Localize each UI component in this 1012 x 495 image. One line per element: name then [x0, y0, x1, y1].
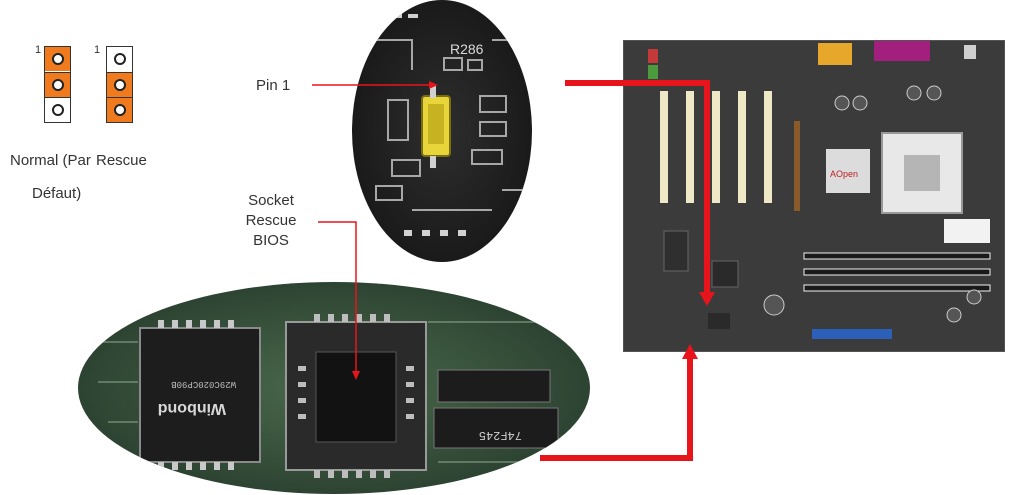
- chip-brand-logo: Winbond: [158, 400, 226, 417]
- jumper-rescue: [106, 46, 133, 123]
- logic-chip-label: 74F245: [479, 428, 522, 442]
- normal-label: Normal (Par: [10, 152, 91, 169]
- motherboard-photo: AOpen: [623, 40, 1005, 352]
- socket-label-line1: Socket: [248, 192, 294, 209]
- jumper-pin-3: [107, 98, 132, 122]
- pin1-label: Pin 1: [256, 77, 291, 94]
- board-chip-brand: AOpen: [830, 169, 858, 179]
- socket-rescue-bios-label: Socket Rescue BIOS: [226, 191, 316, 251]
- jumper-pin-1: [45, 47, 70, 71]
- socket-label-line2: Rescue: [245, 212, 297, 229]
- bios-socket-art: W29C020CP90B Winbond 74F245: [78, 282, 590, 494]
- jumper-pin-2: [107, 73, 132, 97]
- socket-leader-line: [318, 221, 360, 380]
- jumper-closeup-art: R286: [352, 0, 532, 262]
- motherboard-art: AOpen: [624, 41, 1004, 351]
- chip-part-number: W29C020CP90B: [171, 379, 236, 389]
- jumper-pin-1: [107, 47, 132, 71]
- pin1-leader-line: [312, 81, 438, 89]
- normal-label-cont: Défaut): [32, 185, 82, 202]
- resistor-silkscreen: R286: [450, 41, 484, 57]
- jumper-closeup-photo: R286: [352, 0, 532, 262]
- jumper-pin-3: [45, 98, 70, 122]
- pin-one-marker-normal: 1: [35, 44, 42, 56]
- jumper-location-arrow: [565, 80, 715, 306]
- pin-one-marker-rescue: 1: [94, 44, 101, 56]
- bios-socket-closeup-photo: W29C020CP90B Winbond 74F245: [78, 282, 590, 494]
- rescue-label: Rescue: [96, 152, 147, 169]
- socket-label-line3: BIOS: [253, 232, 289, 249]
- socket-location-arrow: [540, 344, 698, 461]
- jumper-normal: [44, 46, 71, 123]
- jumper-pin-2: [45, 73, 70, 97]
